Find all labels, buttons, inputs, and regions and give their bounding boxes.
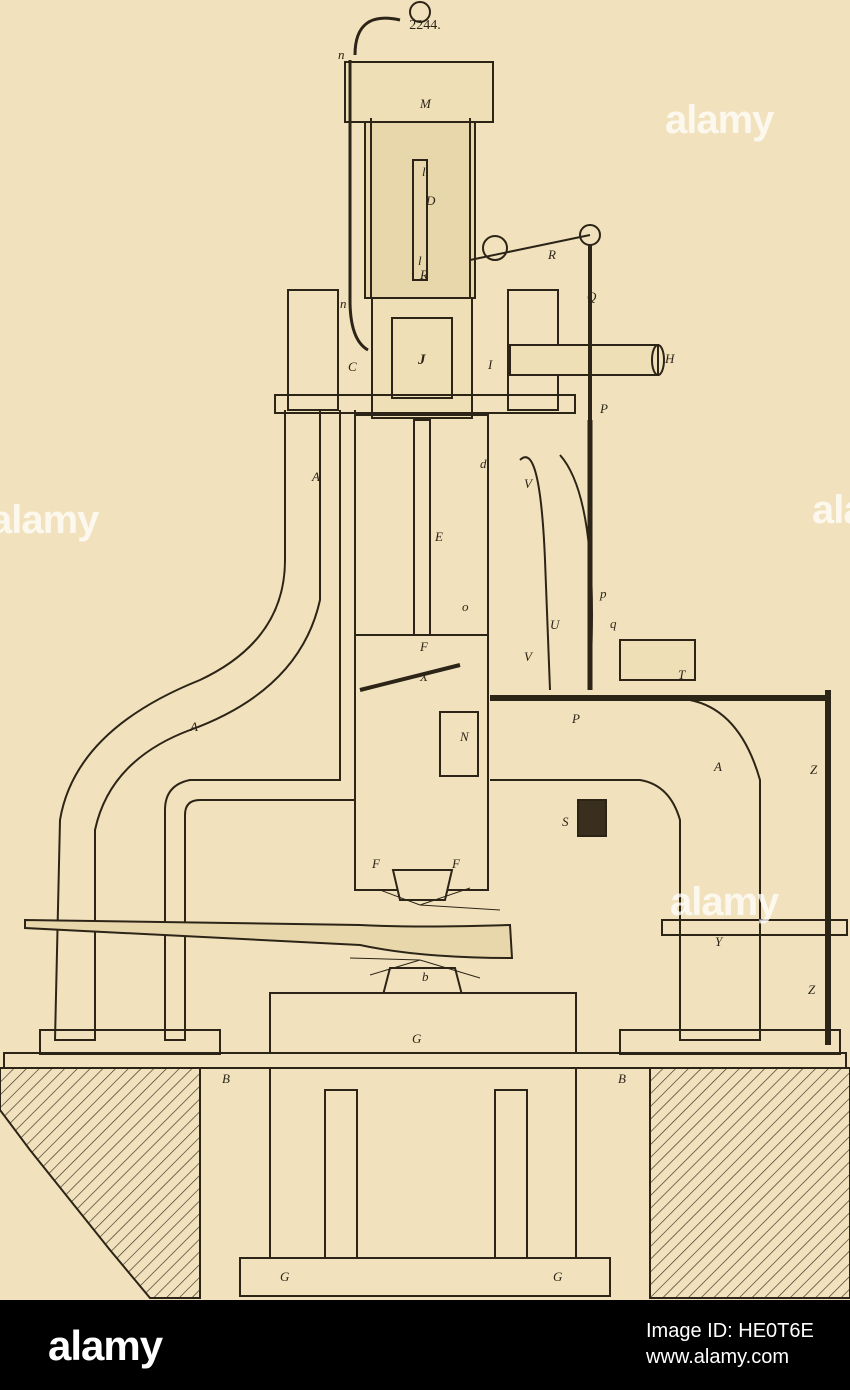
label-P-upper: P [600,401,608,416]
label-V-upper: V [524,476,532,491]
label-E: E [435,529,443,544]
label-G-anvil: G [412,1031,422,1046]
lever-R [469,234,591,261]
label-R-lower: R [420,267,428,282]
label-A-upper: A [312,469,320,484]
label-o-left: o [462,599,469,614]
watermark-left: alamy [0,498,99,542]
label-R-upper: R [548,247,556,262]
label-Z-upper: Z [810,762,818,777]
pedestal [269,1067,577,1259]
steam-pipe [509,344,659,376]
frame-foot-right [619,1029,841,1055]
label-F-right: F [452,856,460,871]
label-n-mid: n [340,296,347,311]
label-q: q [610,616,617,631]
cylinder-cover [344,61,494,123]
hammer-rod [413,419,431,636]
label-l-upper: l [422,164,426,179]
steam-hammer-drawing [0,1,850,1299]
anvil-block [269,992,577,1054]
label-X: X [420,669,428,684]
foundation-right-hatching [649,1067,850,1299]
watermark-top-right: alamy [665,98,774,142]
watermark-mid-right: alamy [670,880,779,924]
label-F-center: F [420,639,428,654]
label-Y: Y [715,934,723,949]
label-A-left: A [190,719,198,734]
frame-foot-left [39,1029,221,1055]
label-N: N [460,729,469,744]
bar-Y [661,919,848,936]
footer-logo: alamy [48,1322,163,1369]
label-C: C [348,359,357,374]
label-B-right: B [618,1071,626,1086]
engraving-plate: 2244. M n l D l R R Q n J C I H P A d V … [0,0,850,1300]
label-B-left: B [222,1071,230,1086]
label-d: d [480,456,487,471]
frame-left-inner [164,410,356,1041]
piston-rod [412,159,428,281]
lever-X [359,663,461,692]
base-plate [3,1052,847,1069]
label-p: p [600,586,607,601]
label-Q: Q [587,289,597,304]
foundation-left-hatching [0,1067,201,1299]
watermark-right-edge: alamy [812,488,850,532]
tup [391,869,454,901]
label-U: U [550,617,560,632]
workpiece-bar [24,918,514,960]
gear-T [619,639,696,681]
label-D: D [426,193,436,208]
label-J: J [418,352,426,368]
weight-S [577,799,607,837]
label-n-top: n [338,47,345,62]
frame-left-outer [53,410,321,1041]
steam-pipe-n [348,16,401,352]
label-P-lower: P [572,711,580,726]
lifting-eye [409,1,431,23]
label-V-lower: V [524,649,532,664]
valve-link-V [559,454,593,681]
label-G-left: G [280,1269,290,1284]
label-S: S [562,814,569,829]
label-Z-lower: Z [808,982,816,997]
pedestal-base [239,1257,611,1297]
block-N [439,711,479,777]
label-A-right: A [714,759,722,774]
label-F-left: F [372,856,380,871]
figure-number: 2244. [409,18,441,33]
footer-bar: alamy Image ID: HE0T6E www.alamy.com [0,1300,850,1390]
hammer-head [354,634,489,891]
label-I: I [488,357,493,372]
label-T: T [678,667,686,682]
frame-right-outer [490,699,761,1041]
label-M: M [420,96,431,111]
steam-cylinder [364,117,476,299]
label-l-lower: l [418,253,422,268]
label-H: H [665,351,675,366]
footer-image-id: Image ID: HE0T6E [646,1320,814,1342]
label-b: b [422,969,429,984]
footer-url: www.alamy.com [646,1346,789,1368]
label-G-right: G [553,1269,563,1284]
valve-link-U [519,456,551,691]
sparks [349,887,501,979]
crossbeam [274,394,576,414]
column-left [287,289,339,411]
